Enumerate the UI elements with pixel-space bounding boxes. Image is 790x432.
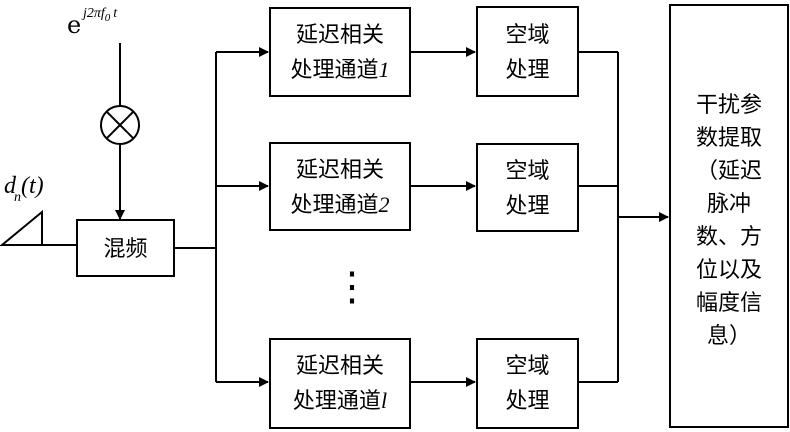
spatial-2-line2: 处理 bbox=[505, 194, 549, 219]
channel-ellipsis: ⋮ bbox=[332, 264, 372, 310]
channel-2-line1: 延迟相关 bbox=[296, 158, 384, 183]
extraction-label-line: 位以及 bbox=[696, 258, 762, 283]
extraction-label-line: 数、方 bbox=[696, 225, 762, 250]
spatial-l-line1: 空域 bbox=[505, 354, 549, 379]
mixer-label: 混频 bbox=[103, 237, 147, 262]
channel-l-box bbox=[269, 338, 411, 429]
carrier-base: e bbox=[67, 11, 81, 39]
spatial-1-line1: 空域 bbox=[505, 23, 549, 48]
spatial-l-box bbox=[476, 338, 579, 429]
antenna-icon bbox=[0, 209, 43, 246]
extraction-label-line: 数提取 bbox=[696, 126, 762, 151]
multiplier-icon bbox=[100, 105, 140, 145]
spatial-l-line2: 处理 bbox=[505, 389, 549, 414]
extraction-label-line: （延迟 bbox=[696, 159, 762, 184]
channel-1-line1: 延迟相关 bbox=[296, 23, 384, 48]
extraction-label-line: 息） bbox=[707, 324, 751, 349]
channel-1-line2: 处理通道1 bbox=[290, 57, 389, 83]
extraction-label-line: 脉冲 bbox=[707, 192, 751, 217]
channel-l-line1: 延迟相关 bbox=[296, 354, 384, 379]
channel-2-box bbox=[269, 142, 411, 231]
input-signal-label: dn(t) bbox=[4, 173, 44, 205]
spatial-2-box bbox=[476, 143, 579, 232]
channel-1-box bbox=[269, 7, 411, 97]
channel-l-line2: 处理通道l bbox=[293, 388, 387, 414]
spatial-2-line1: 空域 bbox=[505, 159, 549, 184]
extraction-label-line: 干扰参 bbox=[696, 93, 762, 118]
spatial-1-line2: 处理 bbox=[505, 58, 549, 83]
extraction-box bbox=[669, 4, 789, 428]
mixer-box bbox=[76, 219, 175, 277]
extraction-label-line: 幅度信 bbox=[696, 291, 762, 316]
channel-2-line2: 处理通道2 bbox=[290, 192, 389, 218]
